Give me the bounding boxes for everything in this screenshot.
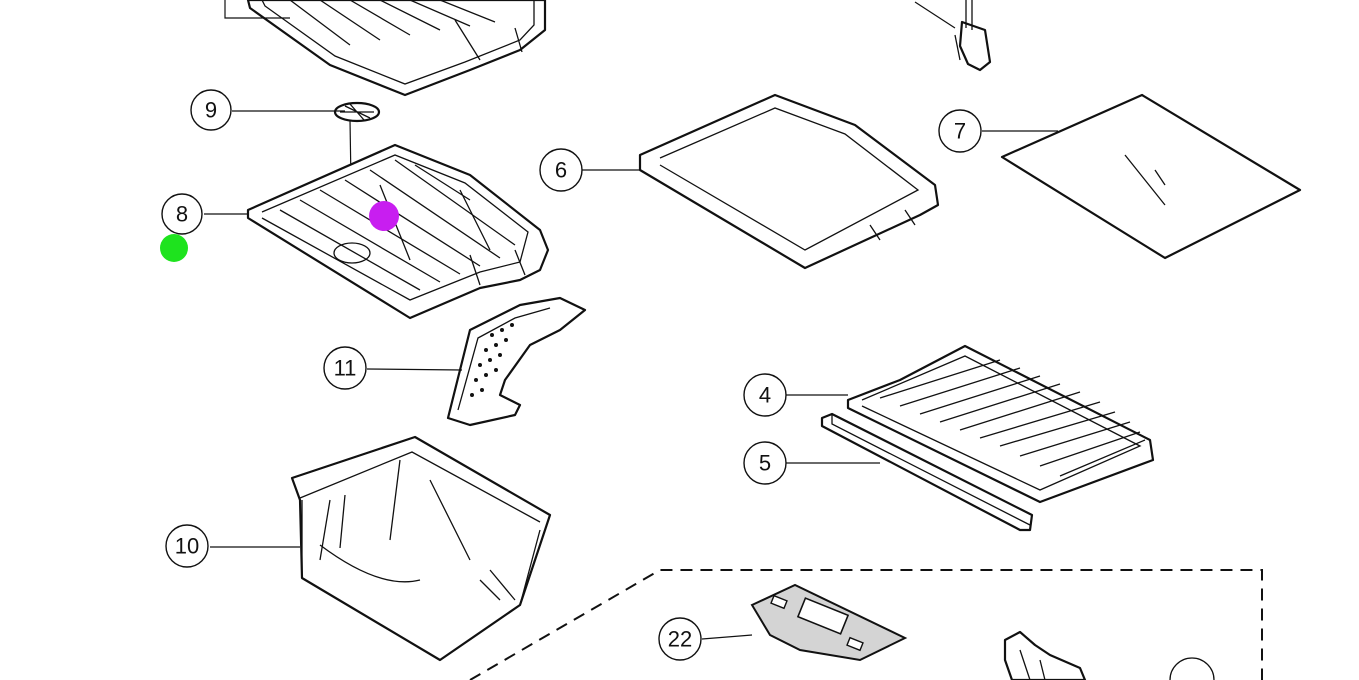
purple-marker-dot (369, 201, 399, 231)
callout-4: 4 (743, 373, 787, 417)
crisper-cover-top (224, 0, 547, 97)
svg-text:4: 4 (759, 383, 771, 408)
callout-9: 9 (190, 89, 232, 131)
callout-5: 5 (743, 441, 787, 485)
shelf-frame (638, 93, 940, 270)
bottom-bracket-part (1003, 630, 1215, 680)
kit-boundary (469, 569, 1263, 680)
glass-shelf (1000, 93, 1302, 260)
svg-text:5: 5 (759, 451, 771, 476)
bracket-part-top (914, 0, 992, 72)
trim-strip (820, 412, 1034, 532)
svg-text:11: 11 (334, 356, 357, 381)
leader-lines (204, 110, 1058, 640)
pad-plate (750, 583, 908, 662)
callout-22: 22 (658, 617, 702, 661)
callout-11: 11 (323, 346, 367, 390)
crisper-drawer (290, 435, 552, 662)
callout-6: 6 (539, 148, 583, 192)
svg-text:9: 9 (205, 98, 217, 123)
callout-7: 7 (938, 109, 982, 153)
svg-text:7: 7 (954, 119, 966, 144)
crisper-cover-frame (246, 143, 550, 320)
svg-text:8: 8 (176, 202, 188, 227)
green-marker-dot (160, 234, 188, 262)
svg-text:10: 10 (175, 534, 199, 559)
grille-shelf (846, 344, 1155, 504)
svg-text:6: 6 (555, 158, 567, 183)
callout-10: 10 (165, 524, 209, 568)
strainer-holes (470, 323, 514, 397)
strainer-tray (446, 296, 587, 427)
callout-8: 8 (161, 193, 203, 235)
svg-text:22: 22 (668, 627, 692, 652)
